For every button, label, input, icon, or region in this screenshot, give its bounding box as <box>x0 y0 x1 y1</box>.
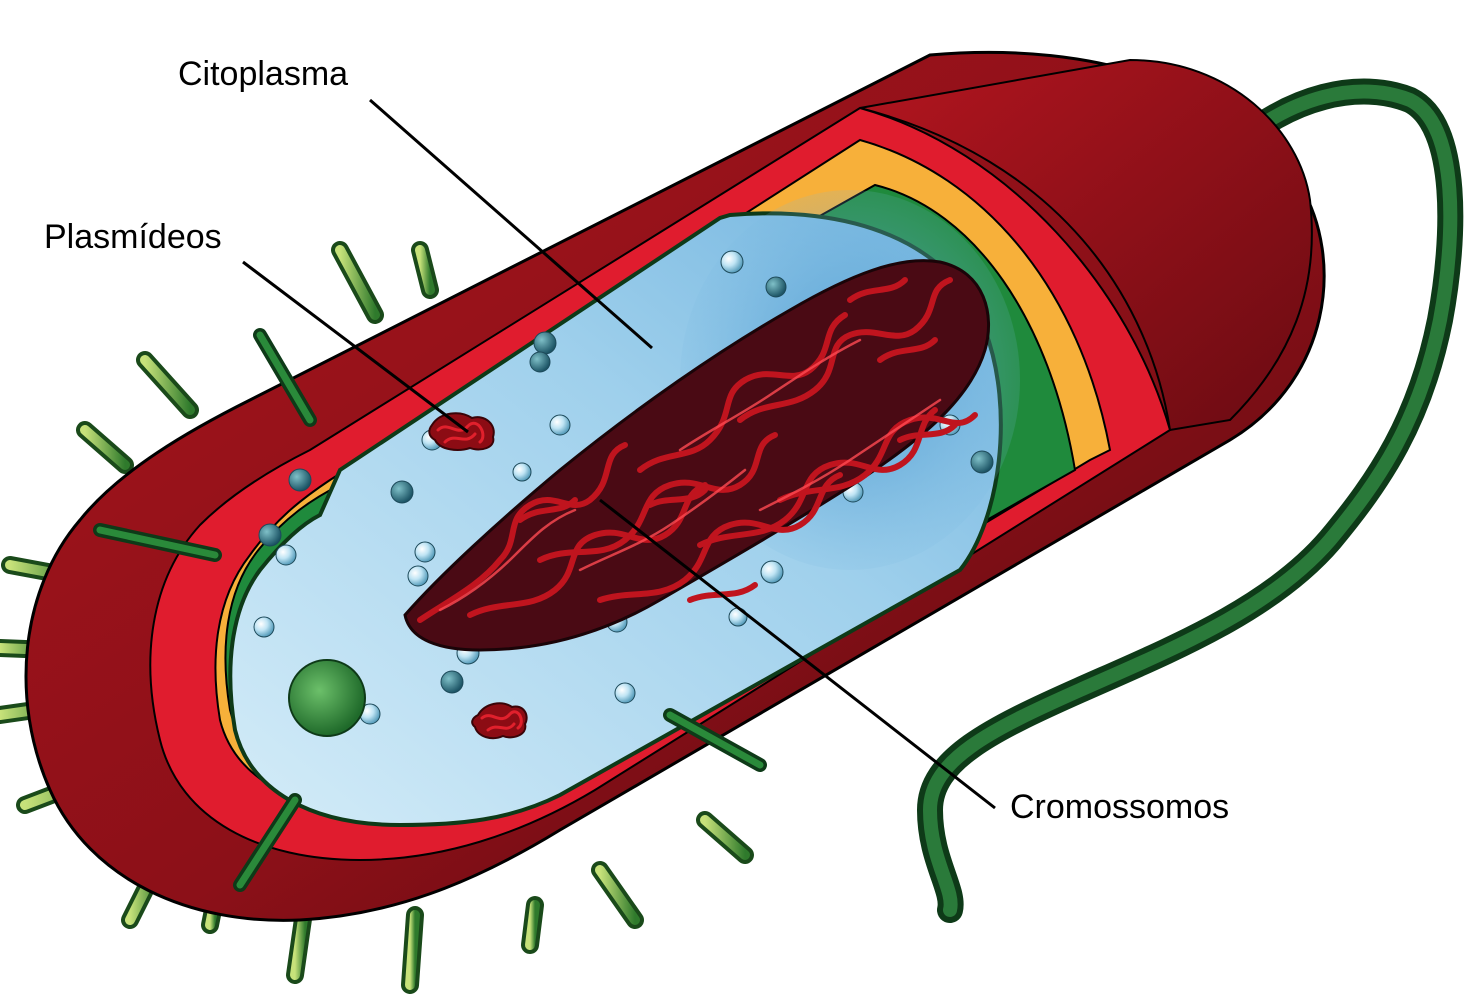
leader-line-cytoplasm <box>369 98 653 350</box>
wall-spanning-pili <box>93 328 767 892</box>
label-cytoplasm: Citoplasma <box>178 55 349 93</box>
leader-lines <box>242 98 996 810</box>
label-chromosomes: Cromossomos <box>1010 788 1230 826</box>
chromosome-nucleoid <box>403 259 991 652</box>
leader-line-plasmids <box>242 260 469 434</box>
end-cap <box>859 58 1313 432</box>
storage-granule <box>288 659 366 737</box>
flagellum <box>916 78 1464 923</box>
leader-line-chromosomes <box>599 498 996 810</box>
plasmids <box>428 412 528 740</box>
ribosomes <box>253 250 994 725</box>
plasmid-2 <box>471 702 528 740</box>
plasmid-1 <box>428 412 495 451</box>
label-plasmids: Plasmídeos <box>44 218 222 256</box>
